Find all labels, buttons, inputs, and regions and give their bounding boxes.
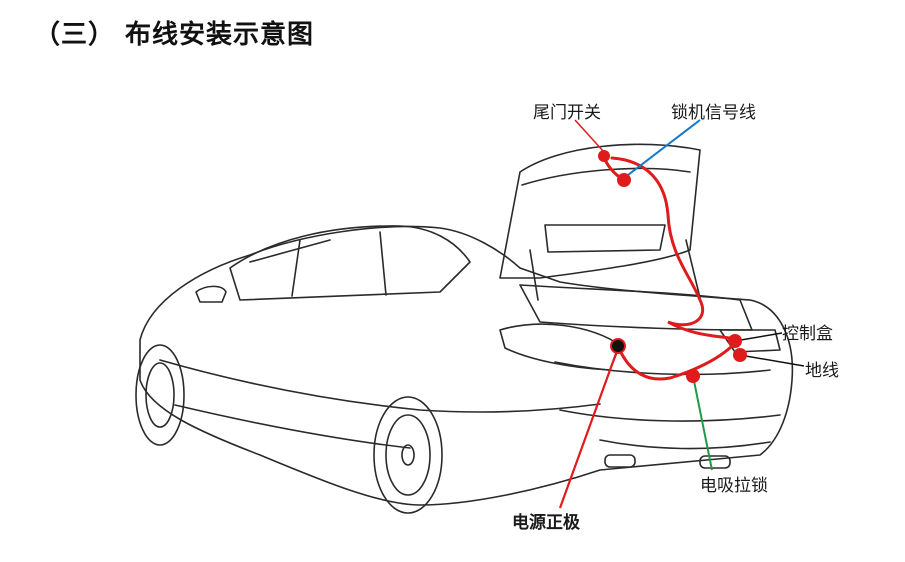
control-box-leader (734, 332, 783, 342)
tailgate-switch-leader (574, 119, 605, 153)
suction-lock-point (686, 369, 700, 383)
power-leader (558, 347, 620, 509)
label-electric-suction-lock: 电吸拉锁 (700, 476, 768, 496)
label-power-positive: 电源正极 (512, 513, 580, 533)
tailgate-switch-point (598, 150, 610, 162)
label-control-box: 控制盒 (782, 324, 833, 344)
front-wheel (135, 344, 185, 446)
signal-leader (623, 119, 701, 179)
rear-wheel (373, 396, 443, 514)
car-outline (139, 143, 794, 506)
label-lock-signal-wire: 锁机信号线 (671, 103, 756, 123)
ground-leader (739, 354, 805, 367)
control-box-point (728, 334, 742, 348)
page-title: （三） 布线安装示意图 (34, 20, 315, 50)
lock-signal-point (617, 173, 631, 187)
lock-leader (692, 375, 713, 471)
label-tailgate-switch: 尾门开关 (533, 103, 601, 123)
ground-point (733, 348, 747, 362)
power-positive-point (610, 338, 626, 354)
wire-harness (610, 156, 739, 381)
label-ground-wire: 地线 (805, 361, 839, 381)
